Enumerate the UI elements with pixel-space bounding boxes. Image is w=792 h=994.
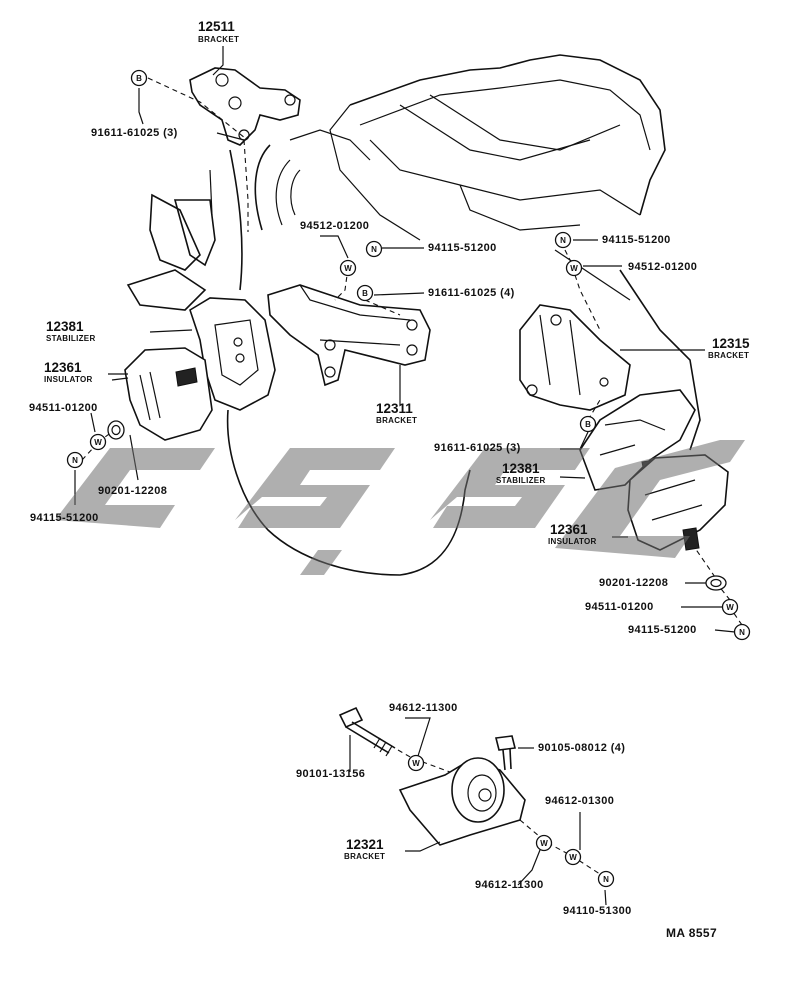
svg-text:N: N: [739, 628, 745, 637]
nut-symbol: N: [554, 231, 572, 249]
part-number-12321: 12321: [346, 837, 384, 852]
fastener-94612-right: 94612-01300: [545, 795, 615, 807]
svg-text:W: W: [726, 603, 734, 612]
fastener-94115-left: 94115-51200: [30, 512, 99, 524]
svg-text:N: N: [72, 456, 78, 465]
bolt-90105: [495, 735, 516, 771]
bracket-12315: [519, 304, 631, 411]
washer-symbol: W: [565, 259, 583, 277]
fastener-94512-mid: 94512-01200: [300, 220, 370, 232]
nut-symbol: N: [597, 870, 615, 888]
fastener-90201-right: 90201-12208: [599, 577, 669, 589]
fastener-91611-mid: 91611-61025 (4): [428, 287, 515, 299]
part-name-12321: BRACKET: [344, 852, 386, 861]
svg-text:W: W: [412, 759, 420, 768]
fastener-94110: 94110-51300: [563, 905, 632, 917]
svg-text:N: N: [603, 875, 609, 884]
bracket-12311: [267, 284, 431, 387]
part-name-12315: BRACKET: [708, 351, 750, 360]
svg-text:B: B: [362, 289, 368, 298]
svg-text:N: N: [560, 236, 566, 245]
fastener-symbols: B N W B W N N W B W N W W W N: [66, 69, 751, 888]
part-number-12361-left: 12361: [44, 360, 82, 375]
bracket-12321: [398, 757, 526, 846]
nut-symbol: N: [66, 451, 84, 469]
bolt-symbol: B: [579, 415, 597, 433]
fastener-94511-right: 94511-01200: [585, 601, 654, 613]
reference-code: MA 8557: [666, 926, 718, 940]
insulator-12361-left: [111, 347, 213, 441]
part-number-12511: 12511: [198, 19, 235, 34]
svg-text:N: N: [371, 245, 377, 254]
washer-symbol: W: [407, 754, 425, 772]
svg-text:W: W: [94, 438, 102, 447]
fastener-94612-top: 94612-11300: [389, 702, 458, 714]
fastener-94115-right-top: 94115-51200: [602, 234, 671, 246]
fastener-94511-left: 94511-01200: [29, 402, 98, 414]
fastener-94115-mid: 94115-51200: [428, 242, 497, 254]
watermark: [55, 440, 745, 575]
washer-symbol: W: [89, 433, 107, 451]
fastener-94612-bottom: 94612-11300: [475, 879, 544, 891]
washer-symbol: W: [564, 848, 582, 866]
fastener-94512-right-top: 94512-01200: [628, 261, 698, 273]
svg-text:B: B: [136, 74, 142, 83]
engine-block: [126, 54, 701, 576]
plain-washer-icon: [107, 420, 125, 440]
fastener-90201-left: 90201-12208: [98, 485, 168, 497]
svg-text:B: B: [585, 420, 591, 429]
part-number-12381-right: 12381: [502, 461, 540, 476]
bolt-symbol: B: [130, 69, 148, 87]
part-name-12311: BRACKET: [376, 416, 418, 425]
part-name-12361-left: INSULATOR: [44, 375, 93, 384]
washer-symbol: W: [721, 598, 739, 616]
part-number-12315: 12315: [712, 336, 750, 351]
part-name-12361-right: INSULATOR: [548, 537, 597, 546]
svg-text:W: W: [344, 264, 352, 273]
fastener-91611-top: 91611-61025 (3): [91, 127, 178, 139]
plain-washer-icon: [705, 575, 727, 591]
washer-symbol: W: [535, 834, 553, 852]
fastener-94115-right: 94115-51200: [628, 624, 697, 636]
fastener-90101: 90101-13156: [296, 768, 366, 780]
bolt-90101: [338, 706, 396, 757]
fastener-91611-right: 91611-61025 (3): [434, 442, 521, 454]
svg-text:W: W: [540, 839, 548, 848]
part-number-12381-left: 12381: [46, 319, 84, 334]
bolt-symbol: B: [356, 284, 374, 302]
washer-symbol: W: [339, 259, 357, 277]
nut-symbol: N: [733, 623, 751, 641]
part-name-12511: BRACKET: [198, 35, 240, 44]
fastener-90105: 90105-08012 (4): [538, 742, 626, 754]
part-name-12381-right: STABILIZER: [496, 476, 546, 485]
svg-text:W: W: [570, 264, 578, 273]
part-number-12311: 12311: [376, 401, 413, 416]
part-name-12381-left: STABILIZER: [46, 334, 96, 343]
part-number-12361-right: 12361: [550, 522, 588, 537]
svg-text:W: W: [569, 853, 577, 862]
nut-symbol: N: [365, 240, 383, 258]
